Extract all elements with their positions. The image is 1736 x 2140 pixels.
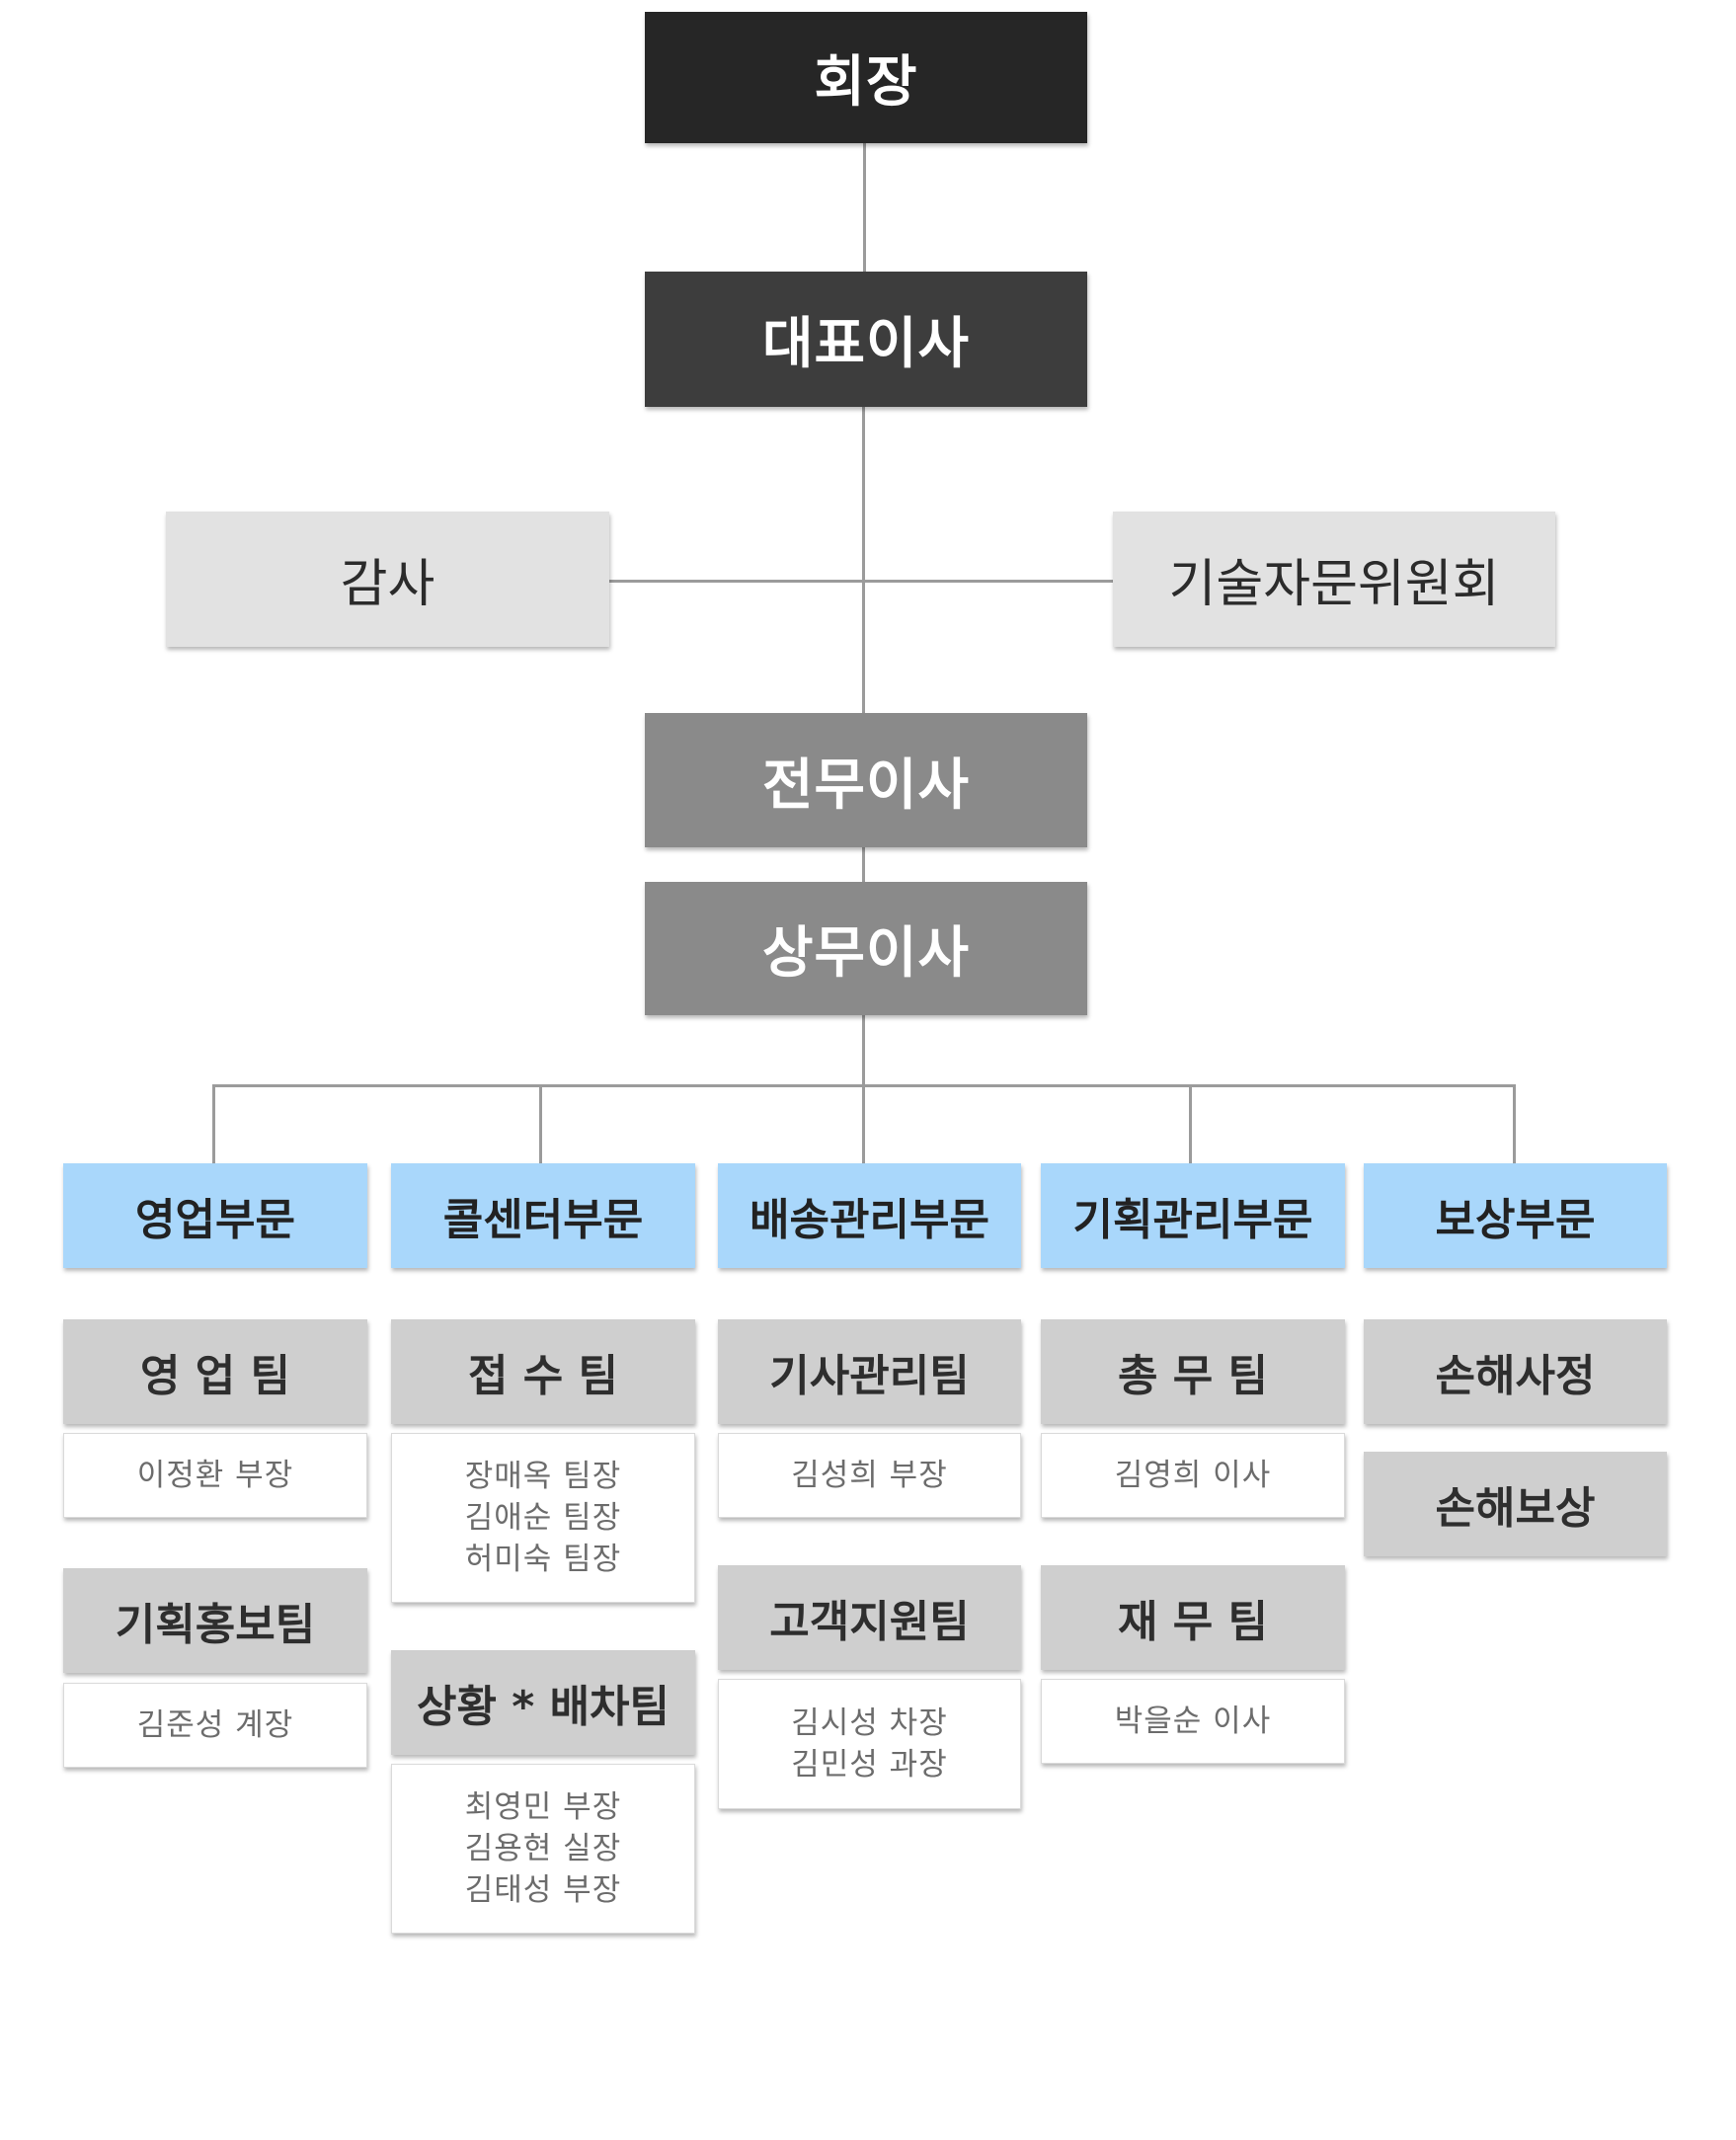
team-planning-pr: 기획홍보팀: [63, 1568, 367, 1673]
division-compensation: 보상부문: [1364, 1163, 1667, 1268]
team-loss-compensation: 손해보상: [1364, 1452, 1667, 1556]
division-callcenter: 콜센터부문: [391, 1163, 695, 1268]
staff-reception: 장매옥 팀장 김애순 팀장 허미숙 팀장: [391, 1433, 695, 1603]
connector-division-2: [862, 1084, 865, 1163]
chairman-box: 회장: [645, 12, 1087, 143]
staff-customer-support: 김시성 차장 김민성 과장: [718, 1679, 1021, 1809]
connector-division-1: [539, 1084, 542, 1163]
staff-member: 장매옥 팀장: [464, 1459, 622, 1494]
division-sales: 영업부문: [63, 1163, 367, 1268]
connector-division-3: [1189, 1084, 1192, 1163]
staff-general-affairs: 김영희 이사: [1041, 1433, 1345, 1518]
team-loss-adjustment: 손해사정: [1364, 1319, 1667, 1424]
staff-member: 김영희 이사: [1114, 1458, 1272, 1493]
staff-dispatch: 최영민 부장 김용현 실장 김태성 부장: [391, 1764, 695, 1934]
team-customer-support: 고객지원팀: [718, 1565, 1021, 1670]
team-general-affairs: 총 무 팀: [1041, 1319, 1345, 1424]
connector-chairman-ceo: [863, 143, 866, 272]
team-sales: 영 업 팀: [63, 1319, 367, 1424]
division-delivery: 배송관리부문: [718, 1163, 1021, 1268]
staff-member: 김성희 부장: [791, 1458, 948, 1493]
staff-sales: 이정환 부장: [63, 1433, 367, 1518]
senior-director-box: 전무이사: [645, 713, 1087, 847]
staff-member: 김애순 팀장: [464, 1500, 622, 1536]
staff-member: 최영민 부장: [464, 1789, 622, 1825]
staff-member: 김민성 과장: [791, 1747, 948, 1783]
division-planning: 기획관리부문: [1041, 1163, 1345, 1268]
staff-member: 김태성 부장: [464, 1872, 622, 1908]
staff-member: 김용현 실장: [464, 1831, 622, 1866]
team-finance: 재 무 팀: [1041, 1565, 1345, 1670]
connector-division-4: [1513, 1084, 1516, 1163]
team-reception: 접 수 팀: [391, 1319, 695, 1424]
staff-planning-pr: 김준성 계장: [63, 1683, 367, 1768]
auditor-box: 감사: [166, 512, 609, 647]
staff-member: 김시성 차장: [791, 1705, 948, 1741]
managing-director-box: 상무이사: [645, 882, 1087, 1015]
tech-committee-box: 기술자문위원회: [1113, 512, 1555, 647]
ceo-box: 대표이사: [645, 272, 1087, 407]
staff-finance: 박을순 이사: [1041, 1679, 1345, 1764]
connector-managing-divisions: [862, 1015, 865, 1086]
staff-driver-management: 김성희 부장: [718, 1433, 1021, 1518]
connector-senior-managing: [862, 847, 865, 882]
staff-member: 김준성 계장: [136, 1707, 294, 1743]
connector-ceo-directors: [862, 407, 865, 713]
team-dispatch: 상황 * 배차팀: [391, 1650, 695, 1755]
staff-member: 허미숙 팀장: [464, 1542, 622, 1577]
connector-auditor-committee: [609, 580, 1113, 583]
team-driver-management: 기사관리팀: [718, 1319, 1021, 1424]
staff-member: 이정환 부장: [136, 1458, 294, 1493]
connector-division-0: [212, 1084, 215, 1163]
staff-member: 박을순 이사: [1114, 1704, 1272, 1739]
